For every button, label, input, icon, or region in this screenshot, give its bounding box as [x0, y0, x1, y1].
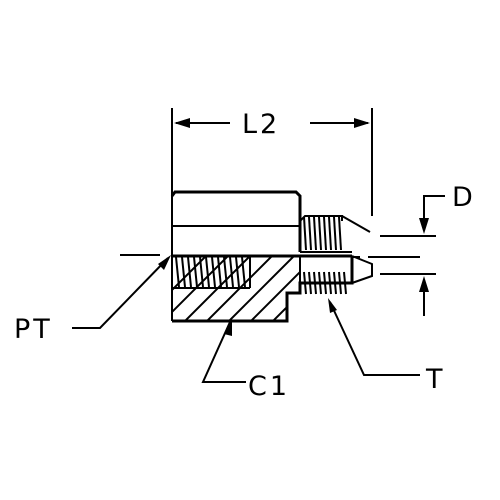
tube-thread-mark: [338, 216, 342, 251]
tube-thread-marks-lower: [303, 271, 347, 295]
port-thread-label: PT: [14, 314, 53, 345]
tube-thread-mark: [303, 216, 307, 251]
length-label: L2: [242, 109, 280, 140]
port-thread-mark: [241, 256, 246, 288]
tube-thread-mark: [323, 216, 327, 251]
tube-thread-mark: [313, 216, 317, 251]
hatch-line: [219, 256, 300, 321]
hex-size-callout: C1: [201, 319, 290, 402]
thread-crest-outline: [299, 215, 343, 222]
section-view: [172, 250, 410, 330]
tube-thread-label: T: [425, 364, 446, 395]
port-thread-mark: [235, 256, 240, 288]
diameter-arrow-bottom: [419, 276, 429, 292]
port-thread-mark: [175, 256, 180, 288]
tube-thread-mark-lower: [338, 271, 342, 295]
hatch-line: [172, 256, 213, 321]
diameter-leader-top: [423, 195, 445, 224]
tube-thread-mark: [318, 216, 322, 251]
tube-thread-mark-lower: [303, 271, 307, 295]
tube-thread-mark-lower: [313, 271, 317, 295]
port-thread-mark: [205, 256, 210, 288]
tube-thread-mark-lower: [343, 271, 347, 295]
hatch-line: [330, 250, 410, 330]
port-thread-leader: [72, 257, 169, 329]
tube-thread-mark-lower: [328, 271, 332, 295]
diameter-dimension: D: [380, 182, 476, 316]
tube-thread-mark-lower: [333, 271, 337, 295]
diameter-arrow-top: [419, 218, 429, 234]
tube-thread-mark-lower: [318, 271, 322, 295]
arrowhead-right: [354, 118, 370, 128]
port-thread-callout: PT: [14, 255, 171, 345]
port-thread-marks: [175, 256, 246, 288]
tube-thread-leader: [329, 301, 420, 376]
hatch-line: [241, 256, 300, 321]
arrowhead-left: [174, 118, 190, 128]
tube-thread-callout: T: [328, 298, 446, 395]
hatch-line: [263, 256, 300, 321]
diameter-label: D: [452, 182, 476, 213]
port-thread-mark: [181, 256, 186, 288]
flare-cone: [341, 215, 371, 233]
port-thread-mark: [187, 256, 192, 288]
tube-thread-mark: [328, 216, 332, 251]
port-thread-arrow: [158, 255, 171, 270]
port-thread-mark: [211, 256, 216, 288]
port-thread-mark: [229, 256, 234, 288]
length-dimension: L2: [171, 108, 373, 216]
hatch-line: [172, 256, 235, 321]
port-thread-mark: [193, 256, 198, 288]
port-thread-mark: [217, 256, 222, 288]
tube-thread-arrow: [328, 298, 337, 313]
tube-thread-marks: [303, 216, 342, 251]
tube-thread-mark: [308, 216, 312, 251]
tube-thread-mark-lower: [308, 271, 312, 295]
port-thread-mark: [223, 256, 228, 288]
flare-cone-lower: [351, 255, 373, 284]
hex-size-arrow: [224, 319, 232, 336]
hex-body: [170, 190, 302, 321]
tube-thread-mark: [333, 216, 337, 251]
hex-size-leader: [201, 321, 246, 383]
tube-thread-mark-lower: [323, 271, 327, 295]
port-thread-mark: [199, 256, 204, 288]
hex-outline: [170, 190, 302, 252]
hatch-line: [197, 256, 279, 321]
tube-end-threads: [299, 215, 371, 253]
hex-size-label: C1: [248, 371, 290, 402]
